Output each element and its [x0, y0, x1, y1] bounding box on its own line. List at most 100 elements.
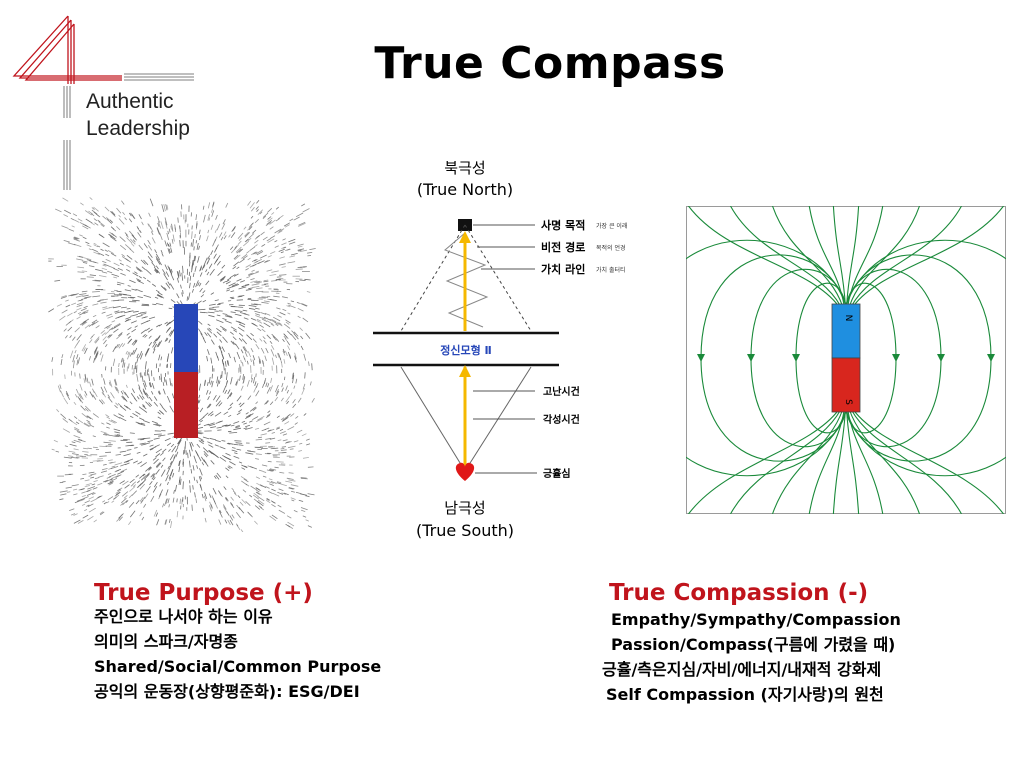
iron-filing	[196, 243, 199, 250]
iron-filing	[102, 242, 110, 248]
iron-filing	[176, 511, 179, 518]
iron-filing	[141, 516, 145, 521]
iron-filing	[80, 478, 85, 480]
iron-filing	[103, 339, 107, 345]
iron-filing	[294, 422, 298, 425]
iron-filing	[208, 263, 213, 269]
iron-filing	[263, 316, 272, 321]
iron-filing	[93, 357, 96, 363]
iron-filing	[270, 235, 276, 239]
iron-filing	[138, 384, 141, 389]
iron-filing	[79, 299, 84, 302]
iron-filing	[208, 217, 211, 221]
iron-filing	[94, 222, 99, 226]
iron-filing	[202, 436, 210, 440]
iron-filing	[281, 266, 286, 268]
iron-filing	[107, 270, 113, 274]
iron-filing	[269, 468, 277, 471]
iron-filing	[287, 525, 294, 529]
iron-filing	[288, 304, 296, 309]
iron-filing	[116, 283, 121, 286]
iron-filing	[266, 498, 270, 501]
iron-filing	[51, 448, 55, 451]
iron-filing	[107, 315, 114, 319]
iron-filing	[211, 210, 215, 217]
iron-filing	[254, 310, 261, 314]
iron-filing	[244, 351, 248, 357]
iron-filing	[204, 379, 206, 385]
iron-filing	[136, 268, 142, 272]
iron-filing	[229, 392, 233, 397]
iron-filing	[143, 259, 149, 266]
iron-filing	[127, 352, 131, 360]
iron-filing	[208, 327, 212, 331]
iron-filing	[163, 287, 167, 291]
iron-filing	[136, 353, 139, 359]
iron-filing	[206, 235, 209, 242]
iron-filing	[101, 311, 106, 314]
iron-filing	[153, 343, 158, 350]
iron-filing	[237, 296, 243, 298]
iron-filing	[105, 253, 110, 257]
iron-filing	[188, 271, 191, 277]
iron-filing	[156, 519, 160, 526]
iron-filing	[275, 390, 280, 397]
logo-four-icon	[12, 15, 194, 190]
magnetic-field-lines-diagram: N S	[686, 206, 1006, 514]
iron-filing	[210, 380, 212, 385]
iron-filing	[221, 223, 226, 230]
iron-filing	[232, 336, 237, 341]
iron-filing	[287, 345, 291, 351]
iron-filing	[269, 340, 273, 345]
iron-filing	[209, 303, 216, 306]
iron-filing	[251, 269, 255, 272]
iron-filing	[191, 504, 193, 511]
iron-filing	[118, 342, 124, 349]
iron-filing	[303, 353, 307, 361]
iron-filing	[169, 454, 174, 461]
iron-filing	[73, 238, 80, 242]
iron-filing	[195, 498, 197, 503]
iron-filing	[137, 480, 140, 484]
iron-filing	[201, 264, 205, 271]
iron-filing	[245, 268, 249, 271]
iron-filing	[82, 309, 89, 313]
iron-filing	[130, 392, 136, 400]
iron-filing	[123, 495, 128, 499]
iron-filing	[293, 440, 299, 443]
iron-filing	[154, 296, 159, 299]
iron-filing	[74, 219, 80, 223]
iron-filing	[77, 299, 83, 302]
iron-filing	[189, 449, 192, 457]
iron-filing	[112, 306, 121, 309]
iron-filing	[165, 379, 168, 386]
iron-filing	[300, 345, 304, 351]
iron-filing	[269, 274, 277, 276]
iron-filing	[241, 420, 246, 423]
iron-filing	[226, 511, 230, 516]
iron-filing	[276, 427, 280, 430]
iron-filing	[252, 355, 256, 361]
iron-filing	[130, 238, 136, 245]
iron-filing	[60, 359, 63, 365]
iron-filing	[85, 405, 91, 412]
iron-filing	[278, 228, 285, 232]
iron-filing	[132, 481, 137, 485]
upper-label-mission-small: 가장 큰 이래	[596, 222, 627, 230]
iron-filing	[169, 461, 174, 468]
iron-filing	[143, 276, 147, 280]
iron-filing	[125, 234, 129, 238]
iron-filing	[268, 478, 273, 481]
iron-filing	[203, 459, 207, 464]
field-line	[853, 206, 1004, 307]
iron-filing	[160, 452, 164, 456]
iron-filing	[124, 289, 132, 292]
lower-label-compassion: 긍휼심	[543, 467, 571, 480]
iron-filing	[222, 504, 227, 510]
iron-filing	[152, 303, 157, 306]
iron-filing	[234, 492, 237, 496]
iron-filing	[236, 278, 242, 282]
iron-filing	[111, 500, 115, 503]
iron-filing	[210, 426, 217, 429]
iron-filing	[211, 380, 214, 388]
